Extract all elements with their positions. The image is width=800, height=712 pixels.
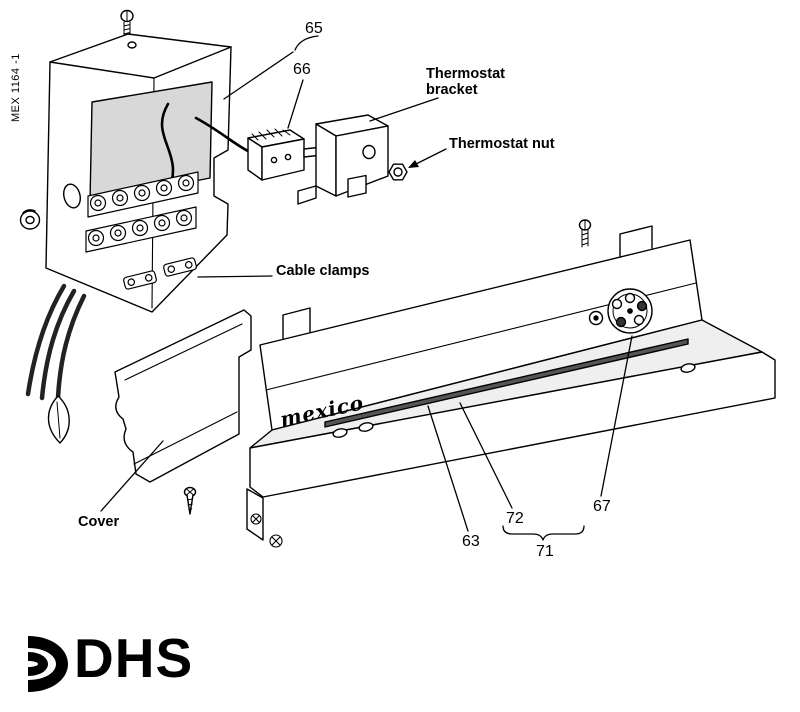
mains-cables: [25, 283, 87, 444]
leader-67: [600, 335, 633, 497]
leader-65-brace: [294, 35, 319, 51]
leader-thermostat-bracket: [369, 97, 439, 122]
control-knob: [588, 288, 653, 334]
terminal-blocks: [85, 171, 199, 253]
callout-part-65: 65: [305, 20, 323, 37]
callout-part-63: 63: [462, 533, 480, 550]
thermostat: [247, 128, 333, 181]
leader-cable-clamps: [197, 275, 273, 278]
brace-71: [502, 525, 585, 541]
drawing-code: MEX 1164 -1: [10, 53, 22, 122]
callout-cover: Cover: [78, 514, 120, 530]
leader-63: [427, 405, 469, 532]
cover-screw-icon: [183, 486, 197, 515]
leader-cover: [100, 440, 164, 512]
callout-thermostat-nut: Thermostat nut: [449, 136, 555, 152]
cover-panel: [114, 309, 252, 483]
terminal-box: [45, 33, 254, 313]
leader-66: [287, 79, 304, 129]
dhs-logo-icon: [28, 636, 68, 692]
thermostat-nut: [388, 163, 408, 181]
arrowhead-thermostat-nut: [408, 160, 419, 168]
callout-cable-clamps: Cable clamps: [276, 263, 370, 279]
cable-clamps: [123, 257, 197, 290]
leader-65: [223, 51, 294, 100]
front-panel-screws: [250, 513, 283, 548]
heating-element-slot: [324, 338, 689, 428]
callout-part-67: 67: [593, 498, 611, 515]
heater-screw-icon: [578, 219, 592, 248]
heater-body: [246, 225, 776, 541]
callout-thermostat-bracket: Thermostat bracket: [426, 66, 505, 99]
callout-part-72: 72: [506, 510, 524, 527]
thermostat-bracket: [297, 114, 389, 205]
dhs-logo-text: DHS: [74, 627, 194, 689]
callout-part-71: 71: [536, 543, 554, 560]
grommet-washer-icon: [19, 209, 41, 230]
terminal-box-screw-icon: [120, 9, 134, 36]
callout-part-66: 66: [293, 61, 311, 78]
leader-72: [459, 402, 513, 509]
